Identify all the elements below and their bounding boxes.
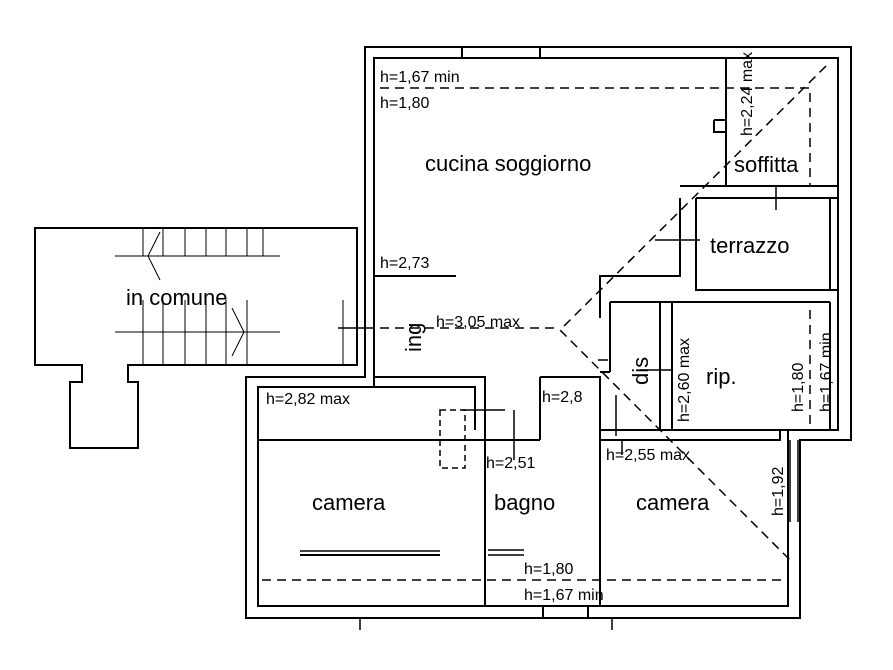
height-bagno-251: h=2,51	[486, 455, 535, 472]
label-ingresso: ing	[401, 323, 426, 352]
height-lines	[262, 65, 827, 581]
outer-walls	[245, 46, 852, 630]
height-rip-180: h=1,80	[790, 363, 807, 412]
label-in-comune: in comune	[126, 285, 228, 310]
height-bagno-28: h=2,8	[542, 389, 583, 406]
label-cucina-soggiorno: cucina soggiorno	[425, 151, 591, 176]
height-cucina-273: h=2,73	[380, 255, 429, 272]
height-dis-max: h=2,60 max	[676, 338, 693, 422]
height-annotations: h=1,67 min h=1,80 h=2,24 max h=2,73 h=3,…	[266, 52, 835, 604]
height-rip-min: h=1,67 min	[818, 332, 835, 412]
label-bagno: bagno	[494, 490, 555, 515]
height-bottom-min: h=1,67 min	[524, 587, 604, 604]
common-stairs	[34, 227, 358, 449]
height-bottom-180: h=1,80	[524, 561, 573, 578]
height-soffitta-max: h=2,24 max	[739, 52, 756, 136]
label-soffitta: soffitta	[734, 152, 799, 177]
label-terrazzo: terrazzo	[710, 233, 789, 258]
label-disimpegno: dis	[628, 357, 653, 385]
height-cucina-180: h=1,80	[380, 95, 429, 112]
label-ripostiglio: rip.	[706, 364, 737, 389]
interior-walls	[258, 58, 838, 606]
height-cucina-min: h=1,67 min	[380, 69, 460, 86]
room-labels: cucina soggiorno soffitta terrazzo in co…	[126, 151, 799, 515]
height-camera-right-max: h=2,55 max	[606, 447, 690, 464]
height-ingresso-max: h=3,05 max	[436, 314, 520, 331]
height-camera-right-192: h=1,92	[770, 467, 787, 516]
label-camera-right: camera	[636, 490, 710, 515]
label-camera-left: camera	[312, 490, 386, 515]
height-camera-left-max: h=2,82 max	[266, 391, 350, 408]
